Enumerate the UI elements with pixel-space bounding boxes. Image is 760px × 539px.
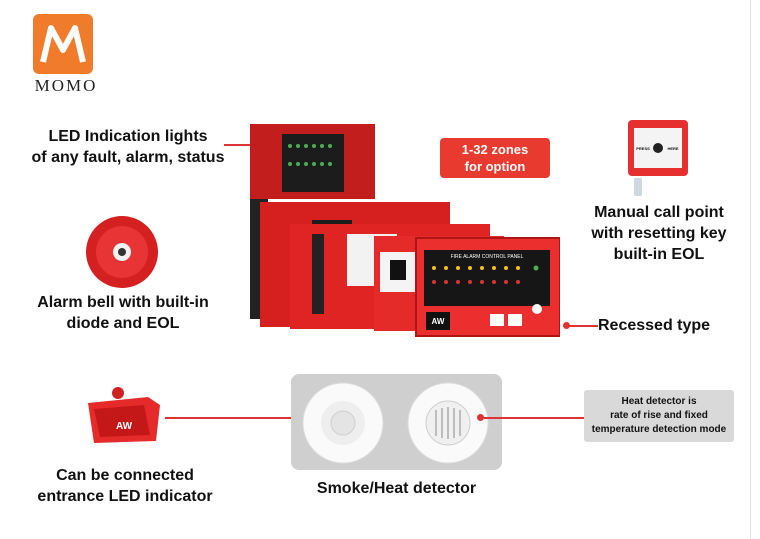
bell-label-line1: Alarm bell with built-in (37, 294, 209, 311)
heat-dot (477, 414, 484, 421)
led-label-line2: of any fault, alarm, status (31, 149, 225, 166)
led-connector (224, 144, 270, 146)
heat-detector-note: Heat detector is rate of rise and fixed … (584, 390, 734, 442)
alarm-bell-image (86, 216, 158, 288)
entrance-label: Can be connected entrance LED indicator (12, 465, 238, 507)
detector-label: Smoke/Heat detector (316, 480, 477, 497)
indicator-brand-mark: AW (116, 421, 133, 432)
frame-edge (750, 0, 751, 539)
recessed-dot (563, 322, 570, 329)
entrance-label-line1: Can be connected (56, 467, 194, 484)
bell-label: Alarm bell with built-in diode and EOL (20, 292, 226, 334)
here-text: HERE (667, 146, 678, 151)
call-point-label: Manual call point with resetting key bui… (574, 202, 744, 265)
heat-connector (484, 417, 586, 419)
heat-note-line2: rate of rise and fixed (610, 410, 708, 421)
entrance-label-line2: entrance LED indicator (37, 488, 213, 505)
call-point-line1: Manual call point (594, 204, 724, 221)
heat-detector-image (407, 382, 489, 464)
control-panels-image: FIRE ALARM CONTROL PANEL AW (250, 124, 560, 337)
panel-title: FIRE ALARM CONTROL PANEL (451, 254, 524, 260)
press-text: PRESS (636, 146, 650, 151)
bell-label-line2: diode and EOL (66, 315, 180, 332)
led-label: LED Indication lights of any fault, alar… (10, 126, 246, 168)
entrance-connector (165, 417, 293, 419)
manual-call-point-image: PRESS HERE (628, 120, 688, 196)
entrance-indicator-image: AW (88, 387, 160, 443)
zones-line1: 1-32 zones (461, 142, 529, 157)
call-point-line3: built-in EOL (613, 246, 705, 263)
call-point-line2: with resetting key (591, 225, 727, 242)
zones-badge: 1-32 zones for option (440, 138, 550, 178)
heat-note-line1: Heat detector is (621, 396, 697, 407)
logo-m-icon (40, 25, 86, 63)
brand-name: MOMO (34, 76, 98, 95)
recessed-label: Recessed type (598, 317, 711, 334)
brand-logo (33, 14, 93, 74)
zones-line2: for option (464, 159, 526, 174)
smoke-detector-image (302, 382, 384, 464)
recessed-connector (566, 325, 598, 327)
panel-brand-mark: AW (432, 317, 445, 326)
heat-note-line3: temperature detection mode (591, 424, 727, 435)
led-label-line1: LED Indication lights (48, 128, 208, 145)
